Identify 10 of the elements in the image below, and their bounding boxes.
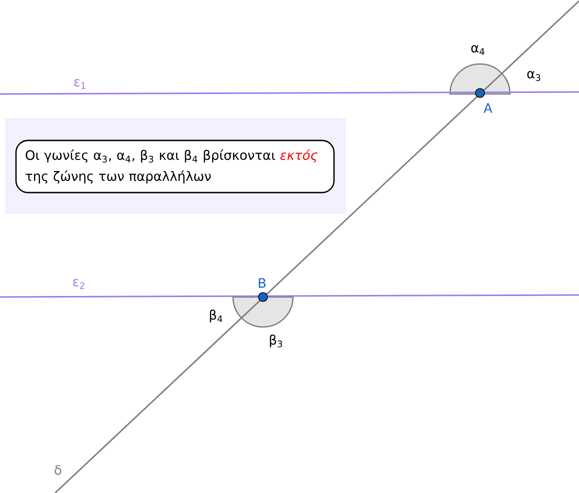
- text-box: Οι γωνίες α$_{3}$, α$_{4}$, β$_{3}$ και β$_{4}$ βρίσκονται εκτός της ζώνης των παραλλήλων: [15, 140, 335, 194]
- line-label: δ: [54, 465, 62, 475]
- point-label: A: [484, 103, 492, 113]
- angle-label: α$_{3}$: [527, 71, 540, 81]
- angle-label: β$_{4}$: [210, 310, 222, 322]
- point-label: B: [258, 278, 266, 288]
- angle-label: β$_{3}$: [270, 334, 282, 348]
- line-label: ε$_{2}$: [73, 279, 84, 289]
- angle-label: α$_{4}$: [471, 45, 484, 55]
- line-label: ε$_{1}$: [74, 79, 86, 89]
